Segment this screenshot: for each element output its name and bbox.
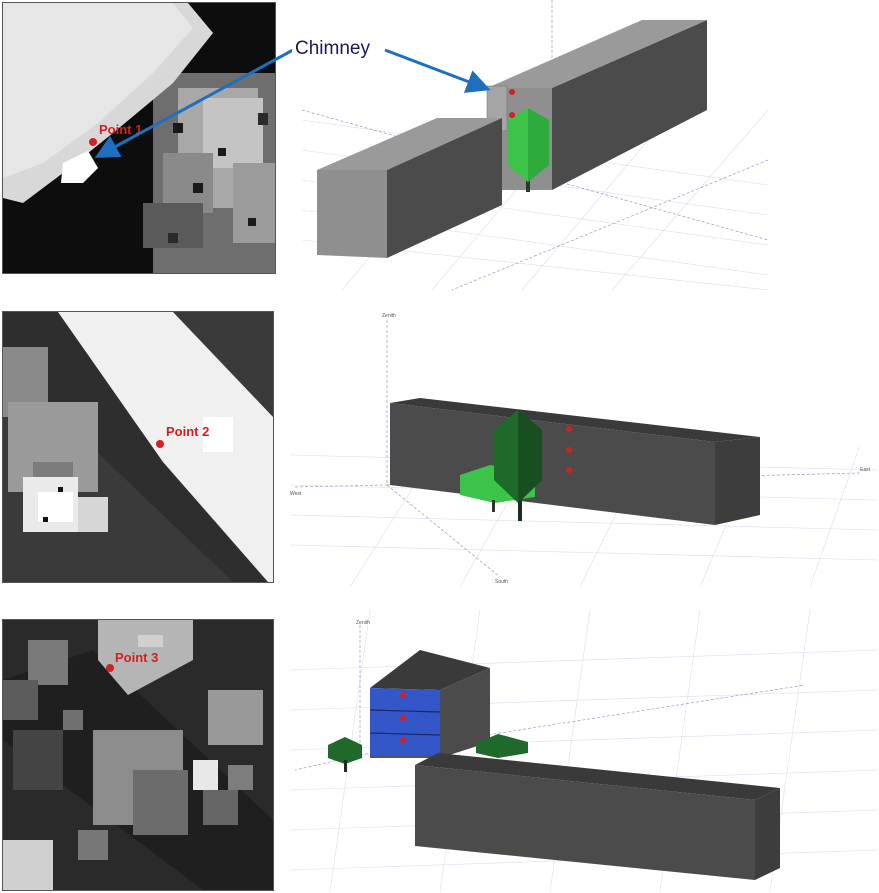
tree [507, 108, 549, 192]
point-label: Point 3 [115, 650, 158, 665]
point-marker [106, 664, 114, 672]
model-view-3: Zenith [290, 610, 878, 892]
axis-label-south: South [495, 579, 508, 585]
building-roof [98, 620, 193, 695]
chimney-label: Chimney [292, 38, 373, 60]
tree-canopy-texture [143, 73, 275, 273]
point-label: Point 2 [166, 424, 209, 439]
axis-label-zenith: Zenith [382, 313, 396, 319]
model-view-1 [302, 0, 768, 290]
dsm-raster-3: Point 3 [3, 620, 273, 890]
sample-point [566, 467, 572, 473]
tree [476, 734, 528, 758]
axis-label-east: East [860, 467, 871, 473]
point-marker [89, 138, 97, 146]
building-long [390, 398, 760, 525]
tree [328, 737, 362, 772]
sample-point [509, 112, 515, 118]
dsm-raster-1: Point 1 [3, 3, 275, 273]
model-scene-1 [302, 0, 768, 290]
model-view-2: Zenith West East South [290, 305, 878, 587]
building-long [415, 753, 780, 880]
dsm-image-1: Point 1 [2, 2, 276, 274]
sample-point [509, 89, 515, 95]
building-short [317, 118, 502, 258]
point-label: Point 1 [99, 122, 142, 137]
dsm-image-3: Point 3 [2, 619, 274, 891]
chimney-pixels [61, 151, 98, 183]
building-roof [58, 312, 273, 582]
dsm-raster-2: Point 2 [3, 312, 273, 582]
sample-point [566, 426, 572, 432]
tree-canopy-texture [3, 640, 263, 890]
tree-canopy-texture [3, 347, 108, 532]
tree [494, 410, 542, 521]
sample-point [566, 447, 572, 453]
model-scene-2: Zenith West East South [290, 313, 878, 587]
sample-point [400, 692, 406, 698]
model-scene-3: Zenith [290, 610, 878, 892]
sample-point [400, 715, 406, 721]
dsm-image-2: Point 2 [2, 311, 274, 583]
point-marker [156, 440, 164, 448]
sample-point [400, 737, 406, 743]
axis-label-west: West [290, 491, 302, 497]
axis-label-zenith: Zenith [356, 620, 370, 626]
building-windows [369, 650, 490, 758]
